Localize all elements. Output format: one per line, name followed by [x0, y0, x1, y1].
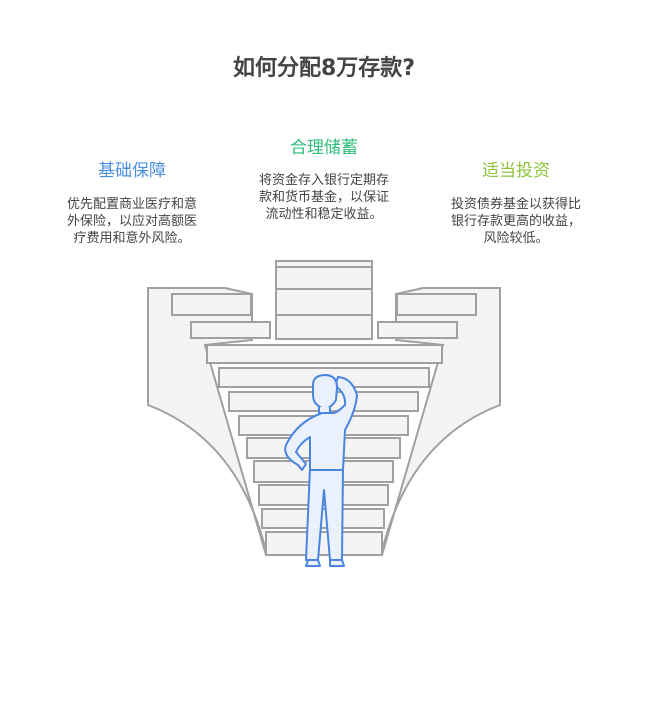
left-wing	[147, 287, 269, 556]
desc-basic-protection: 优先配置商业医疗和意 外保险，以应对高额医 疗费用和意外风险。	[50, 196, 214, 247]
stair-step	[206, 344, 443, 364]
stair-step	[396, 293, 477, 316]
desc-line: 优先配置商业医疗和意	[66, 197, 197, 212]
stair-step	[190, 321, 271, 339]
desc-line: 流动性和稳定收益。	[265, 207, 383, 222]
heading-savings: 合理储蓄	[290, 138, 358, 158]
stair-step	[377, 321, 458, 339]
desc-line: 款和货币基金，以保证	[258, 190, 389, 205]
heading-investment: 适当投资	[482, 161, 550, 181]
desc-savings: 将资金存入银行定期存 款和货币基金，以保证 流动性和稳定收益。	[242, 172, 406, 223]
desc-line: 将资金存入银行定期存	[258, 173, 389, 188]
desc-line: 投资债券基金以获得比	[450, 197, 581, 212]
desc-line: 银行存款更高的收益，	[450, 214, 581, 229]
person-thinking-icon	[284, 374, 358, 567]
desc-line: 疗费用和意外风险。	[73, 231, 191, 246]
desc-investment: 投资债券基金以获得比 银行存款更高的收益， 风险较低。	[434, 196, 598, 247]
page-title: 如何分配8万存款?	[232, 56, 416, 81]
stairs	[147, 260, 501, 556]
heading-basic-protection: 基础保障	[98, 161, 166, 181]
stair-step	[171, 293, 252, 316]
stair-step	[265, 531, 383, 556]
desc-line: 外保险，以应对高额医	[66, 214, 197, 229]
center-column	[275, 260, 373, 340]
desc-line: 风险较低。	[483, 231, 549, 246]
